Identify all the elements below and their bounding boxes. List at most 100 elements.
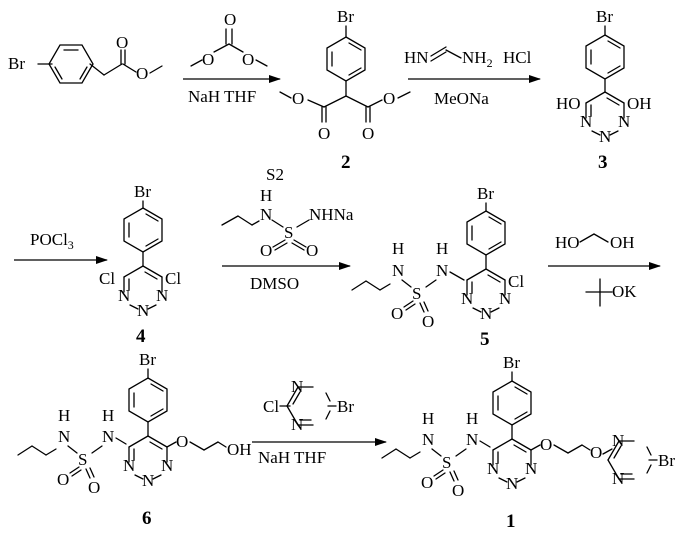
atom-label: Br <box>658 451 675 470</box>
atom-label: S <box>412 284 421 303</box>
atom-label: N <box>499 289 511 308</box>
atom-label: NHNa <box>309 205 354 224</box>
atom-label: H <box>260 186 272 205</box>
atom-label: N <box>102 427 114 446</box>
atom-label: Br <box>337 7 354 26</box>
reagent-text: HCl <box>503 48 532 67</box>
atom-label: N <box>161 456 173 475</box>
atom-label: O <box>292 89 304 108</box>
atom-label: O <box>421 473 433 492</box>
reaction-arrow-5: HO OH OK <box>548 233 661 307</box>
atom-label: HO <box>556 94 581 113</box>
atom-label: H <box>436 239 448 258</box>
atom-label: Cl <box>165 269 181 288</box>
atom-label: N <box>118 286 130 305</box>
starting-material: Br O O <box>8 33 163 84</box>
atom-label: O <box>590 443 602 462</box>
reagent-text: NaH THF <box>188 87 256 106</box>
reaction-arrow-2: HN NH2 HCl MeONa <box>404 46 541 108</box>
atom-label: O <box>422 312 434 331</box>
reagent-text: NaH THF <box>258 448 326 467</box>
atom-label: O <box>540 435 552 454</box>
compound-number: 1 <box>506 511 516 532</box>
atom-label: N <box>580 112 592 131</box>
compound-3: Br HO OH N N N 3 <box>556 7 652 173</box>
atom-label: Br <box>134 182 151 201</box>
compound-number: 5 <box>480 329 490 350</box>
atom-label: H <box>392 239 404 258</box>
atom-label: Br <box>596 7 613 26</box>
compound-6: H N S O O H N Br N N N O OH 6 <box>17 350 252 529</box>
atom-label: N <box>156 286 168 305</box>
atom-label: Br <box>139 350 156 369</box>
atom-label: HO <box>555 233 580 252</box>
atom-label: O <box>452 481 464 500</box>
atom-label: N <box>137 301 149 320</box>
reagent-text: POCl3 <box>30 230 74 252</box>
atom-label: O <box>362 124 374 143</box>
atom-label: O <box>391 304 403 323</box>
compound-number: 3 <box>598 152 608 173</box>
atom-label: Cl <box>99 269 115 288</box>
atom-label: Br <box>477 184 494 203</box>
atom-label: N <box>612 469 624 488</box>
atom-label: O <box>260 241 272 260</box>
atom-label: OH <box>227 440 252 459</box>
atom-label: N <box>466 430 478 449</box>
atom-label: N <box>618 112 630 131</box>
atom-label: N <box>123 456 135 475</box>
reagent-text: DMSO <box>250 274 299 293</box>
atom-label: N <box>260 205 272 224</box>
atom-label: N <box>480 304 492 323</box>
reagent-label: S2 <box>266 165 284 184</box>
atom-label: O <box>88 478 100 497</box>
atom-label: OH <box>627 94 652 113</box>
atom-label: H <box>102 406 114 425</box>
atom-label: N <box>436 261 448 280</box>
atom-label: N <box>506 474 518 493</box>
compound-number: 4 <box>136 326 146 347</box>
atom-label: O <box>136 64 148 83</box>
compound-4: Br Cl Cl N N N 4 <box>99 182 181 347</box>
atom-label: N <box>612 431 624 450</box>
atom-label: O <box>242 50 254 69</box>
reagent-text: MeONa <box>434 89 489 108</box>
atom-label: Cl <box>263 397 279 416</box>
atom-label: Cl <box>508 272 524 291</box>
atom-label: HN <box>404 48 429 67</box>
atom-label: OH <box>610 233 635 252</box>
atom-label: S <box>442 453 451 472</box>
atom-label: NH2 <box>462 48 493 70</box>
atom-label: H <box>466 409 478 428</box>
atom-label: O <box>176 432 188 451</box>
reaction-arrow-6: Cl N N Br NaH THF <box>252 377 387 467</box>
compound-number: 2 <box>341 152 351 173</box>
atom-label: N <box>291 377 303 396</box>
compound-2: Br O O O O 2 <box>279 7 411 173</box>
atom-label: S <box>78 450 87 469</box>
atom-label: O <box>202 50 214 69</box>
atom-label: Br <box>503 353 520 372</box>
atom-label: Br <box>8 54 25 73</box>
atom-label: O <box>383 89 395 108</box>
atom-label: N <box>599 127 611 146</box>
reaction-arrow-1: O O O NaH THF <box>183 10 281 106</box>
compound-1: H N S O O H N Br N N N O O N N Br 1 <box>381 353 675 532</box>
atom-label: N <box>291 415 303 434</box>
atom-label: N <box>392 261 404 280</box>
reaction-arrow-3: POCl3 <box>14 230 108 264</box>
atom-label: Br <box>337 397 354 416</box>
atom-label: S <box>284 223 293 242</box>
compound-number: 6 <box>142 508 152 529</box>
atom-label: O <box>318 124 330 143</box>
compound-5: H N S O O H N Br Cl N N N 5 <box>351 184 524 350</box>
atom-label: O <box>224 10 236 29</box>
atom-label: O <box>116 33 128 52</box>
atom-label: N <box>487 459 499 478</box>
atom-label: N <box>525 459 537 478</box>
atom-label: N <box>58 427 70 446</box>
atom-label: N <box>461 289 473 308</box>
atom-label: OK <box>612 282 637 301</box>
atom-label: O <box>57 470 69 489</box>
